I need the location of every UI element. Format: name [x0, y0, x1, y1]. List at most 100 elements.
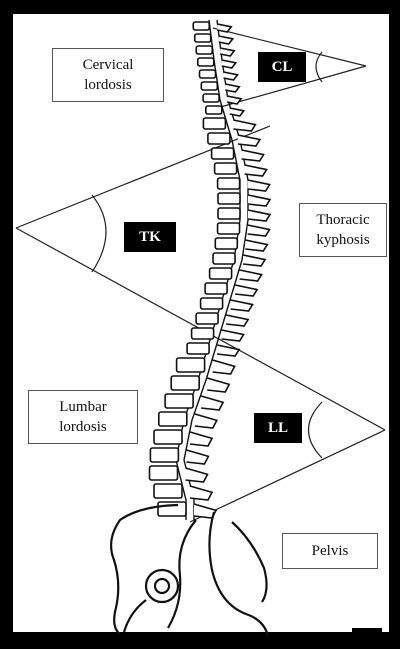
pelvis-label: Pelvis: [282, 533, 378, 569]
ilium-outline: [109, 503, 179, 635]
spinous-process: [239, 269, 263, 282]
cervical-lordosis-label: Cervical lordosis: [52, 48, 164, 102]
vertebral-body: [213, 162, 238, 175]
ll-arc: [308, 401, 323, 459]
thoracic-kyphosis-label: Thoracic kyphosis: [299, 203, 387, 257]
vertebral-body: [216, 177, 241, 190]
vertebral-body: [202, 117, 227, 130]
sacrum-inner: [231, 521, 268, 603]
vertebral-body: [195, 312, 219, 325]
vertebral-body: [212, 252, 236, 265]
vertebral-body: [204, 282, 228, 295]
thoracic-line-1: Thoracic: [316, 212, 370, 228]
cl-lower-line: [216, 65, 367, 109]
vertebral-body: [214, 237, 239, 250]
spinous-process: [247, 209, 272, 222]
spinous-process: [221, 59, 238, 69]
vertebral-body: [199, 297, 224, 310]
spinous-process: [206, 377, 231, 393]
cervical-line-1: Cervical: [82, 57, 134, 73]
spinous-process: [200, 395, 225, 411]
vertebral-body: [195, 45, 214, 55]
vertebral-body: [193, 33, 212, 43]
pelvis-bone: [109, 503, 270, 637]
tk-angle-tag: TK: [124, 222, 176, 252]
vertebral-body: [149, 447, 180, 463]
ll-tag-text: LL: [267, 419, 288, 436]
vertebral-body: [170, 375, 200, 391]
spinous-process: [216, 344, 241, 357]
vertebral-body: [207, 132, 231, 145]
tk-tag-text: TK: [139, 228, 161, 245]
lumbar-lordosis-label: Lumbar lordosis: [28, 390, 138, 444]
spinous-process: [247, 194, 272, 207]
vertebral-body: [210, 147, 235, 160]
spinous-process: [234, 284, 259, 297]
cl-upper-line: [212, 27, 367, 67]
corner-mark: [352, 628, 382, 634]
vertebral-body: [175, 357, 206, 373]
vertebral-body: [217, 192, 241, 205]
cervical-line-2: lordosis: [84, 77, 132, 93]
pelvis-text: Pelvis: [311, 543, 349, 559]
tk-arc: [91, 194, 107, 273]
vertebral-column: [148, 19, 272, 520]
thoracic-line-2: kyphosis: [316, 232, 370, 248]
spinous-process: [212, 359, 236, 375]
spinous-process: [230, 299, 254, 312]
spinous-process: [226, 95, 243, 105]
acetabulum-inner: [153, 577, 171, 595]
spinous-process: [247, 224, 271, 237]
vertebral-body: [196, 57, 215, 67]
lumbar-line-2: lordosis: [59, 419, 107, 435]
spinous-process: [225, 314, 250, 327]
spinous-process: [241, 149, 265, 162]
ll-lower-line: [189, 429, 386, 523]
vertebral-body: [192, 21, 211, 31]
vertebral-body: [157, 501, 187, 517]
vertebral-body: [202, 93, 220, 103]
vertebral-body: [164, 393, 194, 409]
spinous-process: [233, 119, 257, 132]
spinous-process: [218, 35, 235, 45]
vertebral-body: [200, 81, 219, 91]
spinous-process: [220, 47, 236, 57]
acetabulum-outer: [144, 568, 180, 604]
spinous-process: [189, 431, 214, 447]
spinous-process: [186, 449, 210, 465]
spinal-canal-right: [183, 19, 249, 520]
vertebral-body: [186, 342, 210, 355]
ll-angle-tag: LL: [254, 413, 302, 443]
sacrum-outline: [208, 511, 270, 637]
vertebral-body: [190, 327, 215, 340]
spinous-process: [245, 239, 269, 252]
cl-arc: [315, 51, 323, 83]
vertebral-body: [153, 483, 183, 499]
cl-tag-text: CL: [271, 58, 293, 75]
spinous-process: [217, 23, 233, 33]
vertebral-body: [148, 465, 179, 481]
vertebral-body: [153, 429, 183, 445]
spinous-process: [237, 134, 262, 147]
lumbar-line-1: Lumbar: [59, 399, 107, 415]
iliac-inner: [167, 519, 197, 629]
spinous-process: [223, 71, 239, 81]
spinous-process: [185, 467, 209, 483]
spinous-process: [225, 83, 241, 93]
vertebral-body: [217, 207, 241, 220]
vertebral-body: [158, 411, 188, 427]
vertebral-body: [216, 222, 241, 235]
spinous-process: [194, 413, 218, 429]
spinous-process: [189, 485, 214, 501]
cl-angle-tag: CL: [258, 52, 306, 82]
vertebral-body: [198, 69, 217, 79]
femur-neck: [122, 599, 147, 633]
spinous-process: [247, 179, 271, 192]
vertebral-body: [208, 267, 233, 280]
spinous-process: [221, 329, 245, 342]
spinous-process: [244, 164, 268, 177]
vertebral-body: [205, 105, 223, 115]
spinous-process: [229, 107, 246, 117]
